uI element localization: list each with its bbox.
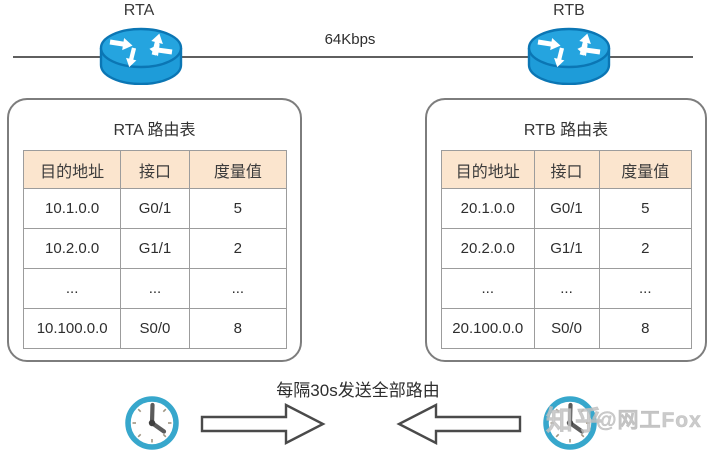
table-row: ... ... ...: [441, 268, 692, 309]
router-rta-label: RTA: [123, 2, 155, 19]
table-row: ... ... ...: [22, 268, 288, 309]
col-interface: 接口: [120, 150, 190, 189]
table-row: 20.2.0.0 G1/1 2: [441, 228, 692, 269]
cell-interface: ...: [533, 268, 600, 309]
cell-destination: 20.1.0.0: [441, 188, 535, 229]
clock-icon: [125, 396, 179, 450]
cell-metric: 5: [188, 188, 288, 229]
cell-metric: 5: [598, 188, 692, 229]
rta-table-title: RTA 路由表: [113, 122, 196, 139]
cell-metric: ...: [598, 268, 692, 309]
col-destination: 目的地址: [22, 150, 122, 189]
table-row: 20.100.0.0 S0/0 8: [441, 308, 692, 349]
cell-destination: 10.1.0.0: [22, 188, 122, 229]
zhihu-watermark-logo: 知乎: [546, 406, 604, 437]
cell-interface: G1/1: [533, 228, 600, 269]
cell-metric: 8: [598, 308, 692, 349]
table-header-row: 目的地址 接口 度量值: [22, 150, 288, 189]
serial-link-line: [13, 56, 693, 58]
cell-metric: ...: [188, 268, 288, 309]
cell-metric: 2: [188, 228, 288, 269]
router-rtb-label: RTB: [553, 2, 585, 19]
cell-destination: 10.2.0.0: [22, 228, 122, 269]
table-header-row: 目的地址 接口 度量值: [441, 150, 692, 189]
rtb-table-title: RTB 路由表: [523, 122, 609, 139]
cell-interface: G0/1: [533, 188, 600, 229]
watermark-author: @网工Fox: [596, 409, 702, 433]
cell-interface: G0/1: [120, 188, 190, 229]
col-metric: 度量值: [598, 150, 692, 189]
arrow-right-icon: [200, 403, 326, 445]
col-metric: 度量值: [188, 150, 288, 189]
table-row: 10.1.0.0 G0/1 5: [22, 188, 288, 229]
rtb-routing-table: 目的地址 接口 度量值 20.1.0.0 G0/1 5 20.2.0.0 G1/…: [441, 150, 692, 349]
cell-interface: ...: [120, 268, 190, 309]
table-row: 20.1.0.0 G0/1 5: [441, 188, 692, 229]
clock-icon: [543, 396, 597, 450]
cell-destination: ...: [441, 268, 535, 309]
router-icon: [527, 27, 611, 85]
router-icon: [99, 27, 183, 85]
cell-metric: 8: [188, 308, 288, 349]
cell-interface: S0/0: [120, 308, 190, 349]
table-row: 10.2.0.0 G1/1 2: [22, 228, 288, 269]
cell-destination: 20.2.0.0: [441, 228, 535, 269]
cell-destination: ...: [22, 268, 122, 309]
arrow-left-icon: [396, 403, 522, 445]
col-interface: 接口: [533, 150, 600, 189]
cell-interface: G1/1: [120, 228, 190, 269]
rta-routing-table: 目的地址 接口 度量值 10.1.0.0 G0/1 5 10.2.0.0 G1/…: [22, 150, 288, 349]
rta-routing-table-panel: RTA 路由表 目的地址 接口 度量值 10.1.0.0 G0/1 5 10.2…: [7, 98, 302, 362]
link-bandwidth-label: 64Kbps: [324, 31, 376, 48]
table-row: 10.100.0.0 S0/0 8: [22, 308, 288, 349]
update-interval-caption: 每隔30s发送全部路由: [276, 381, 440, 400]
cell-metric: 2: [598, 228, 692, 269]
rtb-routing-table-panel: RTB 路由表 目的地址 接口 度量值 20.1.0.0 G0/1 5 20.2…: [425, 98, 707, 362]
cell-destination: 10.100.0.0: [22, 308, 122, 349]
col-destination: 目的地址: [441, 150, 535, 189]
cell-interface: S0/0: [533, 308, 600, 349]
cell-destination: 20.100.0.0: [441, 308, 535, 349]
